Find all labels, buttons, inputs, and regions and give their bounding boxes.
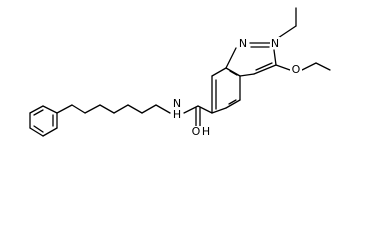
bond <box>141 104 157 114</box>
amide-nitrogen: N <box>173 97 181 110</box>
atom-label-background <box>238 37 248 49</box>
bond <box>275 64 291 71</box>
bond <box>33 125 44 133</box>
bond <box>183 105 199 114</box>
bond <box>225 99 241 109</box>
bond <box>277 25 297 39</box>
bond <box>127 104 143 114</box>
carbonyl-oxygen: O <box>192 125 201 138</box>
atom-label-background <box>172 98 183 120</box>
bond <box>211 107 227 114</box>
bond <box>273 49 277 66</box>
bond <box>315 62 331 71</box>
bond <box>29 127 44 137</box>
ring-nitrogen-2: N <box>271 37 279 50</box>
bond <box>33 109 44 116</box>
bond <box>253 64 277 75</box>
bond <box>225 47 237 69</box>
ring-nitrogen-1: N <box>239 37 247 50</box>
bond <box>229 70 238 76</box>
atom-label-background <box>270 37 280 49</box>
bonds <box>29 7 331 137</box>
bond <box>301 62 317 71</box>
chemical-structure-diagram: N N N H O O H <box>29 7 331 139</box>
bond <box>42 127 58 137</box>
carbonyl-hydrogen: H <box>202 125 210 138</box>
bond <box>99 104 115 114</box>
bond <box>113 104 129 114</box>
bond <box>211 67 227 77</box>
atom-labels: N N N H O O H <box>172 37 302 139</box>
bond <box>84 104 101 114</box>
bond <box>42 105 58 114</box>
atom-label-background <box>290 63 302 76</box>
bond <box>228 99 237 105</box>
bond <box>155 104 171 114</box>
bond <box>255 62 273 71</box>
bond <box>71 104 86 114</box>
bond <box>239 73 255 77</box>
bond <box>197 105 213 114</box>
bond <box>56 104 73 114</box>
ether-oxygen: O <box>292 63 301 76</box>
atom-label-background <box>190 126 212 139</box>
bond <box>29 105 44 114</box>
amide-hydrogen: H <box>173 108 181 121</box>
